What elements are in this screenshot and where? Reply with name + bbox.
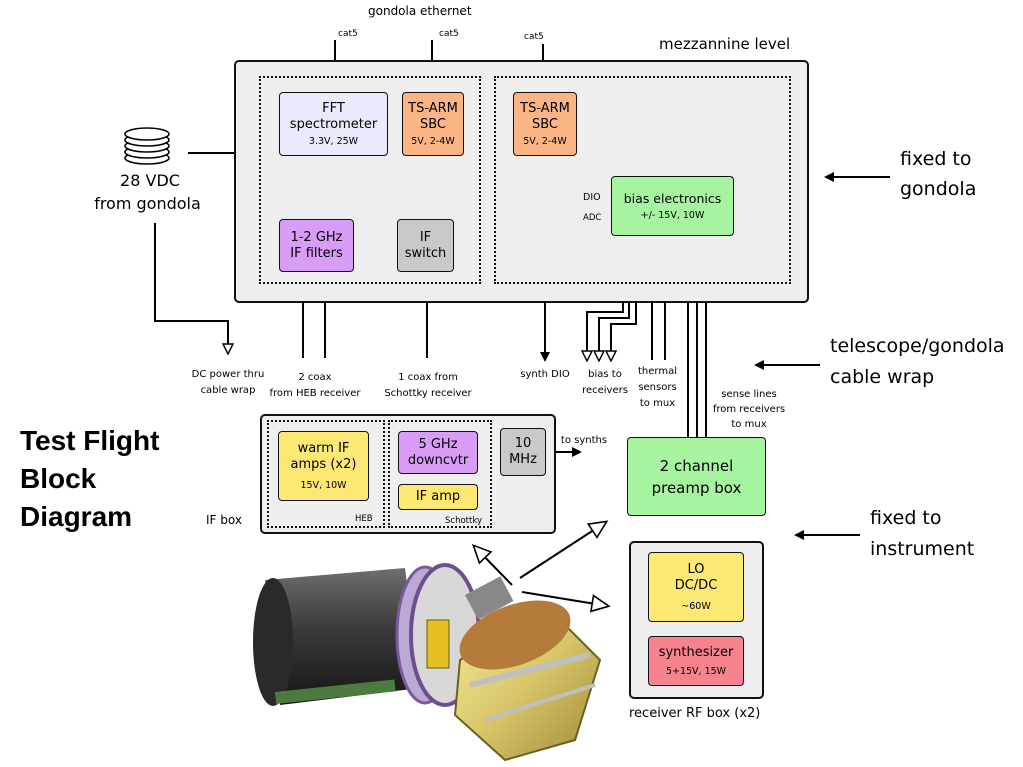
warm-spec: 15V, 10W [300,479,347,491]
receiver-rf-box-label: receiver RF box (x2) [629,706,761,721]
if-filters-box: 1-2 GHz IF filters [279,219,354,272]
fixed-gondola-1: fixed to [900,148,972,170]
warm-label-2: amps (x2) [290,456,357,472]
thermal-label-1: thermal [638,366,677,377]
if-switch-label-2: switch [404,245,447,261]
thermal-label-3: to mux [639,398,676,409]
cable-wrap-1: telescope/gondola [830,335,1005,357]
spectrometer-group [259,76,481,284]
cat5-label-3: cat5 [524,32,544,42]
if-amp-box: IF amp [398,484,478,510]
fft-label-2: spectrometer [289,116,378,132]
lo-label-1: LO [687,561,705,577]
fixed-instrument-2: instrument [870,538,975,560]
cable-wrap-2: cable wrap [830,366,935,388]
sense-label-1: sense lines [721,389,777,400]
sense-label-3: to mux [731,419,767,430]
coax1-label-1: 1 coax from [398,372,458,383]
if-amp-label: IF amp [415,489,461,504]
fft-spec: 3.3V, 25W [308,135,359,147]
lo-spec: ~60W [681,600,711,612]
title-line-2: Block [20,463,97,494]
schottky-group [388,420,492,528]
bias-to-label-2: receivers [582,385,628,396]
heb-label: HEB [355,514,373,524]
fft-spectrometer-box: FFT spectrometer 3.3V, 25W [279,92,388,156]
bias-electronics-box: bias electronics +/- 15V, 10W [611,176,734,236]
bias-label: bias electronics [623,190,722,206]
downcvtr-label-2: downcvtr [407,452,469,468]
mhz-label-1: 10 [514,436,532,451]
cat5-label-2: cat5 [439,29,459,39]
coax2-label-2: from HEB receiver [269,388,361,399]
10mhz-box: 10 MHz [500,428,546,476]
ts-arm-sbc-1-box: TS-ARM SBC 5V, 2-4W [402,92,464,156]
tsarm2-label-1: TS-ARM [520,100,570,116]
preamp-label-2: preamp box [651,478,742,497]
ts-arm-sbc-2-box: TS-ARM SBC 5V, 2-4W [513,92,577,156]
sense-label-2: from receivers [712,404,786,415]
dc-power-label-2: cable wrap [200,385,256,396]
fixed-instrument-1: fixed to [870,507,942,529]
synth-spec: 5+15V, 15W [665,665,727,677]
coax2-label-1: 2 coax [298,372,332,383]
if-filters-label-2: IF filters [290,245,343,261]
power-supply-icon [124,127,170,165]
tsarm2-spec: 5V, 2-4W [523,135,567,147]
dio-label: DIO [583,192,601,203]
downcvtr-label-1: 5 GHz [418,436,458,452]
cat5-label-1: cat5 [338,29,358,39]
downconverter-box: 5 GHz downcvtr [398,431,478,474]
adc-label: ADC [583,213,602,223]
title-line-3: Diagram [20,501,133,532]
mhz-label-2: MHz [509,452,537,467]
fixed-gondola-2: gondola [900,178,977,200]
gondola-ethernet-label: gondola ethernet [368,4,472,18]
lo-label-2: DC/DC [674,577,718,593]
preamp-box: 2 channel preamp box [627,437,766,516]
mezzanine-level-label: mezzannine level [659,35,791,53]
bias-to-label-1: bias to [588,369,622,380]
if-switch-label-1: IF [419,229,432,245]
title-line-1: Test Flight [20,425,160,456]
coax1-label-2: Schottky receiver [384,388,472,399]
preamp-label-1: 2 channel [659,456,734,475]
tsarm1-label-1: TS-ARM [408,100,458,116]
heb-group [267,420,385,528]
power-label-2: from gondola [94,194,201,213]
tsarm1-spec: 5V, 2-4W [411,135,455,147]
if-filters-label-1: 1-2 GHz [290,229,343,245]
if-box-label: IF box [206,513,242,527]
warm-label-1: warm IF [297,440,350,456]
to-synths-label: to synths [560,435,608,446]
synth-dio-label: synth DIO [520,369,570,380]
fft-label-1: FFT [322,100,345,116]
tsarm2-label-2: SBC [531,116,559,132]
tsarm1-label-2: SBC [419,116,447,132]
warm-if-amps-box: warm IF amps (x2) 15V, 10W [278,431,369,501]
schottky-label: Schottky [445,516,482,526]
synth-label: synthesizer [658,644,734,660]
power-label-1: 28 VDC [120,171,180,190]
synthesizer-box: synthesizer 5+15V, 15W [648,636,744,686]
thermal-label-2: sensors [638,382,677,393]
receiver-illustration [253,563,602,762]
bias-spec: +/- 15V, 10W [640,209,705,221]
dc-power-label-1: DC power thru [191,369,265,380]
if-switch-box: IF switch [397,219,454,272]
lo-dcdc-box: LO DC/DC ~60W [648,552,744,622]
control-group [494,76,791,284]
page-title: Test Flight Block Diagram [20,422,159,536]
